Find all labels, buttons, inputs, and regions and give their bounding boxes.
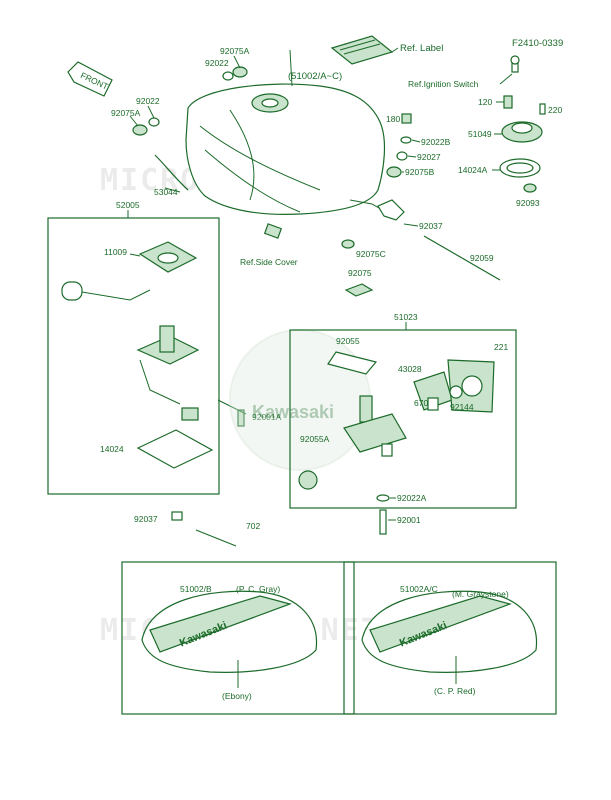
- callout-92075A-top: 92075A: [220, 46, 250, 56]
- ref-side-cover-callout: Ref.Side Cover: [240, 257, 298, 267]
- callout-120: 120: [478, 97, 492, 107]
- box-52005: [47, 217, 220, 495]
- gasket-14024: [136, 429, 214, 469]
- callout-92075B: 92075B: [405, 167, 435, 177]
- callout-92001: 92001: [397, 515, 421, 525]
- ref-label-callout: Ref. Label: [400, 43, 443, 54]
- fuel-cock-body: [343, 395, 407, 457]
- bolt-92001: [379, 509, 387, 535]
- part-92022B: [400, 136, 412, 144]
- bracket-92037-top: [377, 199, 405, 221]
- callout-221: 221: [494, 342, 508, 352]
- fuel-cap-51049: [501, 121, 543, 143]
- clip-92037-bottom: [171, 511, 183, 521]
- variant-panel-1: Kawasaki 51002/B (P. C. Gray) (Ebony): [121, 561, 355, 715]
- callout-180: 180: [386, 114, 400, 124]
- part-92022-left: [148, 117, 160, 127]
- callout-92055: 92055: [336, 336, 360, 346]
- callout-53044: 53044: [154, 187, 178, 197]
- callout-702: 702: [246, 521, 260, 531]
- ref-label-sticker: [330, 35, 399, 65]
- callout-92144: 92144: [450, 402, 474, 412]
- gasket-92055: [327, 351, 378, 375]
- variant-2-part: 51002A/C: [400, 584, 438, 594]
- part-92001A: [237, 409, 245, 427]
- part-92027: [396, 151, 408, 161]
- box-51023: [289, 329, 517, 509]
- part-92093: [523, 183, 537, 193]
- cover-221: [447, 359, 495, 413]
- callout-92075A-left: 92075A: [111, 108, 141, 118]
- spring-92144: [449, 385, 463, 399]
- part-92075B: [386, 166, 402, 178]
- callout-51049: 51049: [468, 129, 492, 139]
- tank-callout: (51002/A~C): [288, 71, 342, 82]
- callout-52005: 52005: [116, 200, 140, 210]
- front-arrow-icon: FRONT: [67, 61, 113, 97]
- callout-11009: 11009: [104, 247, 127, 257]
- callout-92075: 92075: [348, 268, 372, 278]
- oring-92055A: [298, 470, 318, 490]
- hose-92059: [423, 235, 501, 281]
- variant-2-color-bottom: (C. P. Red): [434, 686, 476, 696]
- callout-14024: 14024: [100, 444, 124, 454]
- valve-670: [427, 397, 439, 411]
- figure-code: F2410-0339: [512, 38, 563, 49]
- callout-670: 670: [414, 398, 428, 408]
- key-icon: [510, 55, 520, 73]
- callout-51023: 51023: [394, 312, 418, 322]
- callout-92022B: 92022B: [421, 137, 451, 147]
- variant-2-color-top: (M. Graystone): [452, 589, 509, 599]
- logo-text: Kawasaki: [252, 402, 334, 422]
- callout-92059: 92059: [470, 253, 494, 263]
- callout-92093: 92093: [516, 198, 540, 208]
- part-92075A-left: [132, 124, 148, 136]
- callout-92027: 92027: [417, 152, 441, 162]
- fuel-tank: [185, 83, 387, 215]
- part-120: [503, 95, 513, 109]
- ref-ignition-callout: Ref.Ignition Switch: [408, 79, 479, 89]
- variant-1-color-bottom: (Ebony): [222, 691, 252, 701]
- callout-92022-top: 92022: [205, 58, 229, 68]
- callout-92022-left: 92022: [136, 96, 160, 106]
- part-180: [401, 113, 412, 124]
- part-92075: [344, 283, 374, 297]
- washer-92022A: [376, 494, 390, 502]
- part-92075C: [341, 239, 355, 249]
- variant-panel-2: Kawasaki 51002A/C (M. Graystone) (C. P. …: [343, 561, 557, 715]
- gasket-14024A: [499, 158, 541, 178]
- callout-92022A: 92022A: [397, 493, 427, 503]
- callout-92075C: 92075C: [356, 249, 386, 259]
- callout-92055A: 92055A: [300, 434, 330, 444]
- part-220: [539, 103, 546, 115]
- kawasaki-logo: Kawasaki: [229, 329, 371, 471]
- variant-1-color-top: (P. C. Gray): [236, 584, 280, 594]
- callout-92001A: 92001A: [252, 412, 282, 422]
- callout-14024A: 14024A: [458, 165, 488, 175]
- callout-92037-bottom: 92037: [134, 514, 158, 524]
- side-cover-clip: [263, 223, 283, 239]
- hose-702: [195, 529, 237, 547]
- callout-92037-top: 92037: [419, 221, 443, 231]
- callout-220: 220: [548, 105, 562, 115]
- part-92022-top: [222, 71, 234, 81]
- callout-43028: 43028: [398, 364, 422, 374]
- variant-1-part: 51002/B: [180, 584, 212, 594]
- hose-53044: [154, 154, 189, 191]
- gasket-11009: [138, 241, 198, 273]
- part-92075A-top: [232, 66, 248, 78]
- fuel-level-sender: [61, 281, 200, 421]
